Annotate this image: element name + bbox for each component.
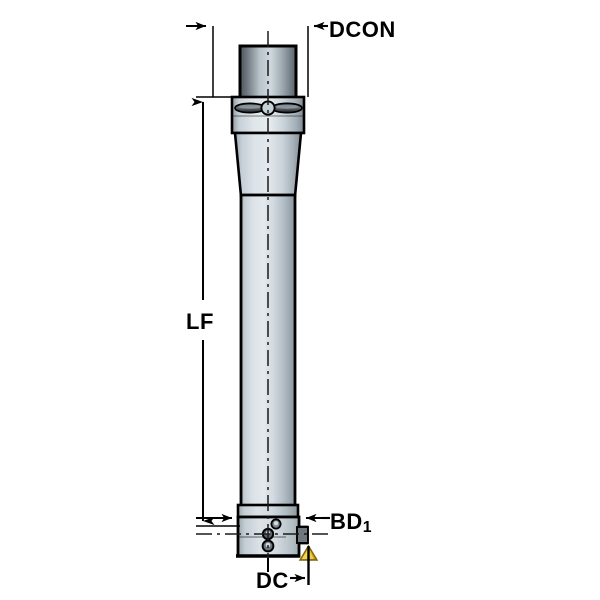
bd1-subscript: 1 <box>362 519 372 537</box>
dimension-lf <box>191 96 240 527</box>
dimension-label-dcon: DCON <box>329 17 396 42</box>
dimension-dc <box>267 558 305 583</box>
dimension-label-dc: DC <box>256 568 289 593</box>
drive-slot-right <box>271 102 303 114</box>
bd1-base: BD <box>330 509 363 534</box>
dimension-label-bd1: BD1 <box>330 509 372 537</box>
dimension-label-lf: LF <box>186 309 214 334</box>
tool-geometry <box>230 44 319 585</box>
drive-slot-left <box>234 102 266 114</box>
insert-pocket <box>296 526 309 544</box>
dimension-dcon <box>186 21 328 97</box>
